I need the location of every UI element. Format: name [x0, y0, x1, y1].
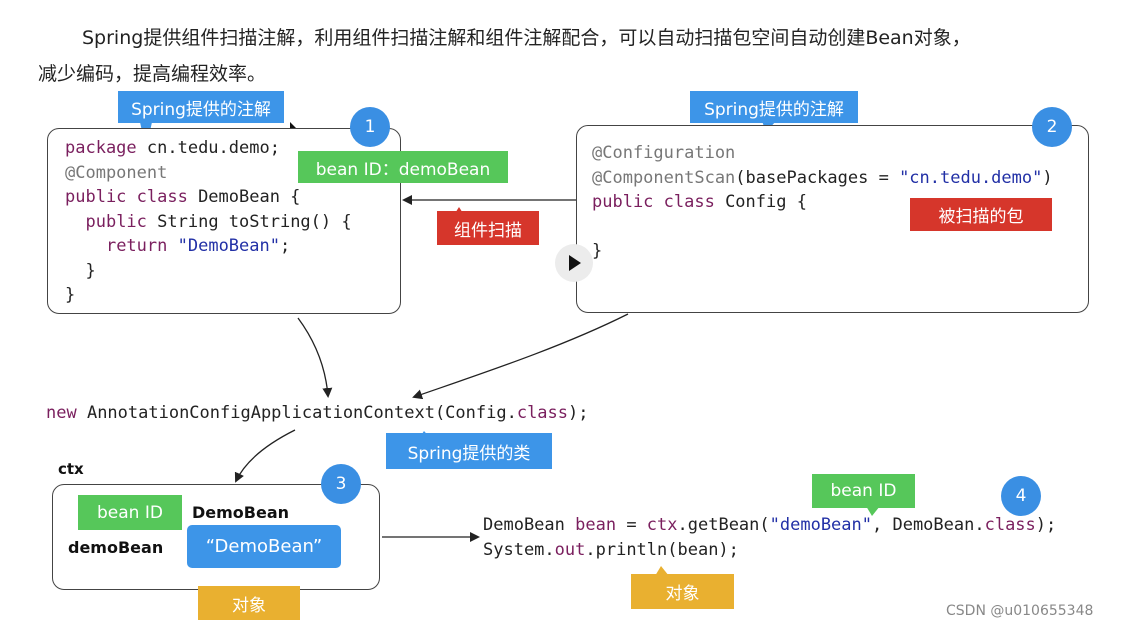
code-token: System. [483, 539, 555, 560]
code-token: @Component [65, 162, 168, 183]
object-tag-2: 对象 [631, 574, 734, 609]
code-token: .getBean( [677, 515, 770, 535]
code-token: ); [568, 403, 589, 423]
spring-annotation-tag-2: Spring提供的注解 [690, 91, 858, 123]
code-token: (basePackages = [735, 167, 900, 188]
watermark: CSDN @u010655348 [946, 603, 1094, 619]
bean-id-tag-2: bean ID [78, 495, 182, 530]
code-token: } [65, 285, 76, 305]
ctx-label: ctx [58, 460, 84, 478]
spring-class-tag: Spring提供的类 [386, 433, 552, 469]
intro-paragraph: Spring提供组件扫描注解，利用组件扫描注解和组件注解配合，可以自动扫描包空间… [38, 20, 1098, 92]
object-tag-1: 对象 [198, 586, 300, 620]
code-token: DemoBean [483, 515, 576, 535]
step-2-badge: 2 [1032, 107, 1072, 147]
code-token: @Configuration [592, 143, 736, 163]
code-token: "cn.tedu.demo" [899, 167, 1043, 188]
code-token: = [616, 515, 647, 535]
bean-id-tag-3: bean ID [812, 474, 915, 508]
intro-line-2: 减少编码，提高编程效率。 [38, 63, 267, 85]
step-4-badge: 4 [1001, 476, 1041, 516]
arrow-box2-to-ctx [412, 313, 629, 400]
code-token: cn.tedu.demo; [136, 138, 280, 158]
code-token: class [516, 403, 569, 423]
config-code: @Configuration @ComponentScan(basePackag… [592, 141, 1053, 264]
code-token: ); [1035, 515, 1057, 535]
code-token: "demoBean" [769, 515, 872, 535]
demobean-code: package cn.tedu.demo; @Component public … [65, 136, 352, 308]
context-creation-code: new AnnotationConfigApplicationContext(C… [46, 401, 589, 426]
bean-object-value: “DemoBean” [187, 525, 341, 568]
step-3-badge: 3 [321, 464, 361, 504]
code-token: "DemoBean" [177, 236, 280, 256]
bean-type-label: DemoBean [192, 503, 290, 522]
code-token: , DemoBean. [872, 515, 985, 535]
intro-line-1: Spring提供组件扫描注解，利用组件扫描注解和组件注解配合，可以自动扫描包空间… [82, 27, 971, 49]
code-token: out [554, 539, 586, 560]
code-token: String toString() { [146, 211, 352, 232]
code-token: public class [65, 187, 188, 207]
spring-annotation-tag-1: Spring提供的注解 [118, 91, 284, 123]
arrow-ctx-to-box3 [234, 429, 296, 483]
scanned-package-tag: 被扫描的包 [910, 198, 1052, 231]
component-scan-tag: 组件扫描 [437, 211, 539, 245]
code-token: Config { [714, 192, 807, 212]
code-token: } [592, 241, 603, 261]
code-token: DemoBean { [187, 187, 301, 207]
bean-id-tag-1: bean ID：demoBean [298, 151, 508, 183]
code-token: ) [1042, 167, 1053, 188]
code-token: return [105, 236, 168, 256]
getbean-code: DemoBean bean = ctx.getBean("demoBean", … [483, 513, 1056, 562]
arrow-box1-to-ctx [297, 317, 333, 398]
code-token: ; [279, 236, 291, 256]
code-token: public class [592, 192, 715, 212]
code-token: class [984, 515, 1036, 535]
code-token: ctx [646, 515, 678, 535]
play-icon [569, 255, 581, 271]
code-token: @ComponentScan [592, 167, 736, 188]
code-token: } [85, 260, 96, 281]
code-token: new [46, 403, 77, 423]
code-token: AnnotationConfigApplicationContext(Confi… [76, 403, 517, 423]
code-token: .println(bean); [585, 539, 739, 560]
code-token: bean [575, 515, 617, 535]
code-token: public [85, 211, 147, 232]
step-1-badge: 1 [350, 107, 390, 147]
bean-name-label: demoBean [68, 538, 164, 557]
code-token: package [65, 138, 137, 158]
play-button[interactable] [555, 244, 593, 282]
